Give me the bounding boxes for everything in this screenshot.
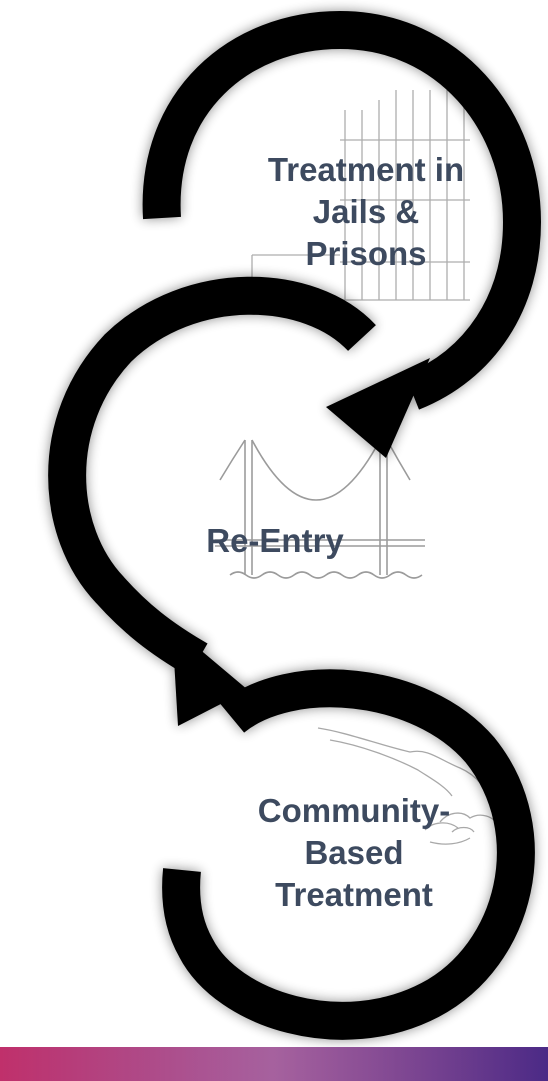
stage-label-community: Community- Based Treatment — [214, 790, 494, 916]
stage-label-reentry-line1: Re-Entry — [206, 522, 344, 559]
stage-label-jails-line1: Treatment in — [267, 151, 465, 188]
stage-label-reentry: Re-Entry — [180, 520, 370, 562]
arrow-reentry-to-community — [48, 276, 376, 726]
stage-label-community-line2: Based — [304, 834, 404, 871]
stage-label-community-line1: Community- — [257, 792, 451, 829]
stage-label-community-line3: Treatment — [275, 876, 433, 913]
stage-label-jails: Treatment in Jails & Prisons — [226, 149, 506, 275]
stage-label-jails-line2: Jails & — [312, 193, 420, 230]
stage-label-jails-line3: Prisons — [305, 235, 427, 272]
arrow-jails-to-reentry — [142, 10, 542, 458]
bridge-icon — [215, 439, 425, 579]
arrow-community-loop — [162, 669, 535, 1040]
